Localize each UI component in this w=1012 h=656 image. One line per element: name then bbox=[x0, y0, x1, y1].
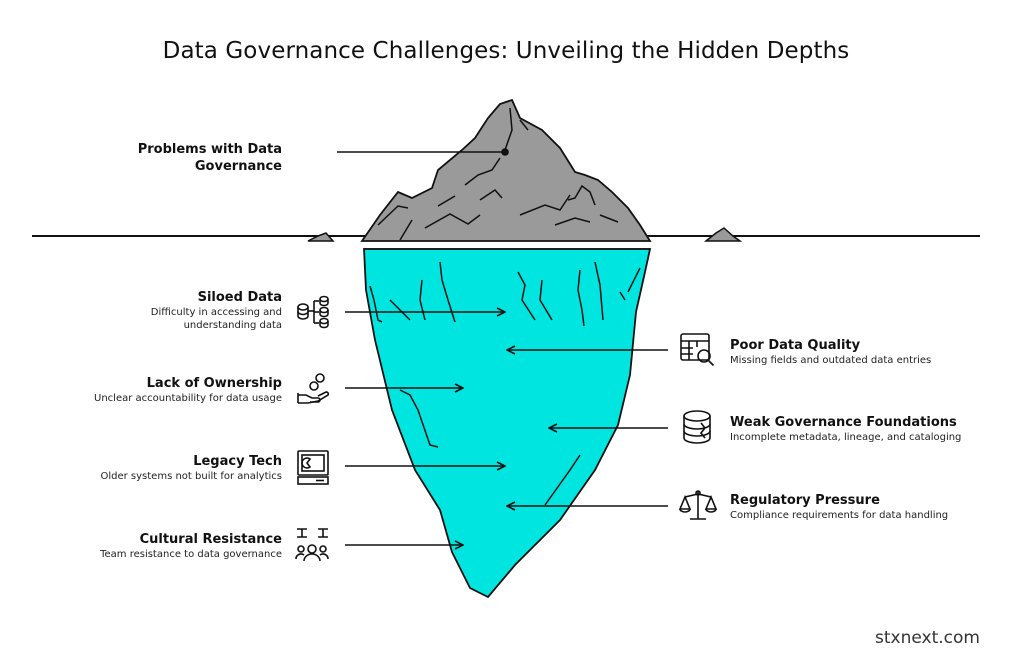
iceberg-tip bbox=[360, 98, 652, 242]
item-heading: Lack of Ownership bbox=[146, 376, 282, 391]
hand-coins-icon bbox=[297, 373, 330, 404]
computer-icon bbox=[297, 450, 329, 485]
top-label: Problems with Data Governance bbox=[100, 141, 282, 175]
diagram-title: Data Governance Challenges: Unveiling th… bbox=[162, 38, 850, 64]
item-desc: Unclear accountability for data usage bbox=[94, 393, 282, 404]
item-desc: Team resistance to data governance bbox=[100, 549, 282, 560]
item-desc: Missing fields and outdated data entries bbox=[730, 355, 932, 366]
item-heading: Legacy Tech bbox=[193, 454, 282, 469]
left-item-legacy-tech: Legacy Tech Older systems not built for … bbox=[60, 453, 282, 483]
database-cylinder-icon bbox=[683, 410, 711, 444]
item-heading: Regulatory Pressure bbox=[730, 493, 880, 508]
database-stack-icon bbox=[297, 295, 329, 329]
item-desc: Older systems not built for analytics bbox=[100, 471, 282, 482]
table-magnifier-icon bbox=[680, 333, 715, 367]
iceberg-underwater bbox=[363, 248, 652, 599]
team-resistance-icon bbox=[295, 528, 329, 562]
right-item-poor-data-quality: Poor Data Quality Missing fields and out… bbox=[730, 337, 1000, 367]
top-heading: Problems with Data Governance bbox=[137, 142, 282, 174]
left-item-cultural-resistance: Cultural Resistance Team resistance to d… bbox=[60, 531, 282, 561]
item-heading: Weak Governance Foundations bbox=[730, 415, 957, 430]
ice-cracks bbox=[369, 261, 641, 506]
small-rock-left bbox=[307, 232, 335, 242]
item-heading: Siloed Data bbox=[197, 290, 282, 305]
balance-scale-icon bbox=[679, 490, 717, 520]
item-desc: Difficulty in accessing and understandin… bbox=[150, 307, 282, 331]
item-desc: Incomplete metadata, lineage, and catalo… bbox=[730, 432, 962, 443]
left-item-siloed-data: Siloed Data Difficulty in accessing and … bbox=[60, 289, 282, 332]
small-rock-right bbox=[703, 227, 743, 242]
item-heading: Poor Data Quality bbox=[730, 338, 861, 353]
top-pointer-dot bbox=[501, 148, 509, 156]
item-desc: Compliance requirements for data handlin… bbox=[730, 510, 949, 521]
left-item-lack-of-ownership: Lack of Ownership Unclear accountability… bbox=[60, 375, 282, 405]
footer-brand: stxnext.com bbox=[875, 628, 980, 648]
right-item-weak-governance: Weak Governance Foundations Incomplete m… bbox=[730, 414, 1005, 444]
item-heading: Cultural Resistance bbox=[139, 532, 282, 547]
right-item-regulatory-pressure: Regulatory Pressure Compliance requireme… bbox=[730, 492, 1000, 522]
